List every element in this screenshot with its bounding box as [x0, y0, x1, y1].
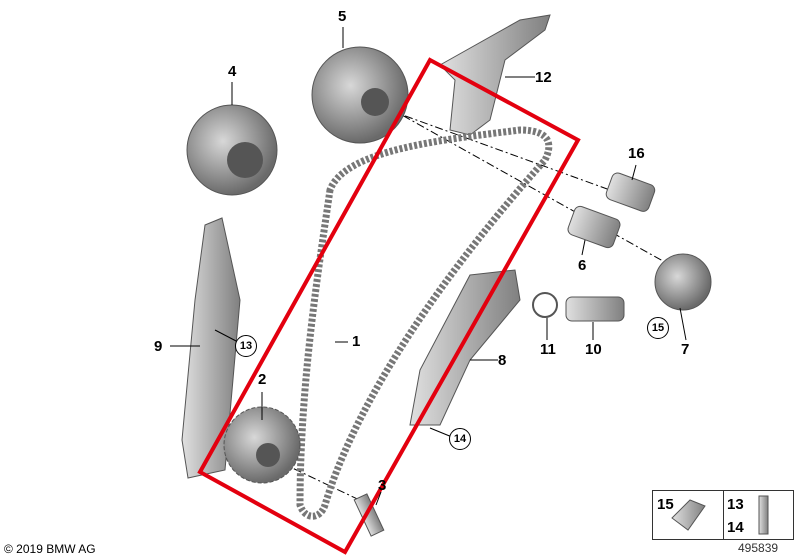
callout-11: 11 — [540, 341, 556, 358]
callout-6: 6 — [578, 257, 587, 274]
part-6-valve — [567, 205, 621, 249]
callout-16: 16 — [628, 145, 645, 162]
copyright: © 2019 BMW AG — [4, 542, 96, 556]
part-10-tensioner — [565, 296, 625, 322]
part-1-timing-chain — [296, 126, 553, 520]
part-11-seal-ring — [532, 292, 558, 318]
legend-clip-icon — [671, 499, 706, 531]
legend-label-13: 13 — [727, 496, 744, 513]
legend-bolt-icon — [758, 495, 769, 535]
legend-label-14: 14 — [727, 519, 744, 536]
callout-9: 9 — [154, 338, 163, 355]
callout-4: 4 — [228, 63, 237, 80]
callout-10: 10 — [585, 341, 602, 358]
callout-1: 1 — [352, 333, 361, 350]
fastener-legend: 15 13 14 — [652, 490, 794, 540]
part-12-bracket — [439, 14, 551, 136]
callout-5: 5 — [338, 8, 347, 25]
circled-callout-15: 15 — [647, 317, 669, 339]
callout-7: 7 — [681, 341, 690, 358]
part-2-crankshaft-sprocket — [223, 406, 301, 484]
part-16-valve — [605, 172, 656, 212]
highlight-frame — [197, 57, 581, 555]
circled-callout-14: 14 — [449, 428, 471, 450]
part-5-camshaft-adjuster — [311, 46, 409, 144]
circled-callout-13: 13 — [235, 335, 257, 357]
callout-8: 8 — [498, 352, 507, 369]
part-4-camshaft-adjuster — [186, 104, 278, 196]
callout-2: 2 — [258, 371, 267, 388]
callout-12: 12 — [535, 69, 552, 86]
legend-divider — [723, 491, 724, 539]
part-8-guide-rail — [409, 269, 521, 426]
callout-3: 3 — [378, 477, 387, 494]
image-number: 495839 — [738, 541, 779, 555]
legend-label-15: 15 — [657, 496, 674, 513]
part-7-sensor — [654, 253, 712, 311]
